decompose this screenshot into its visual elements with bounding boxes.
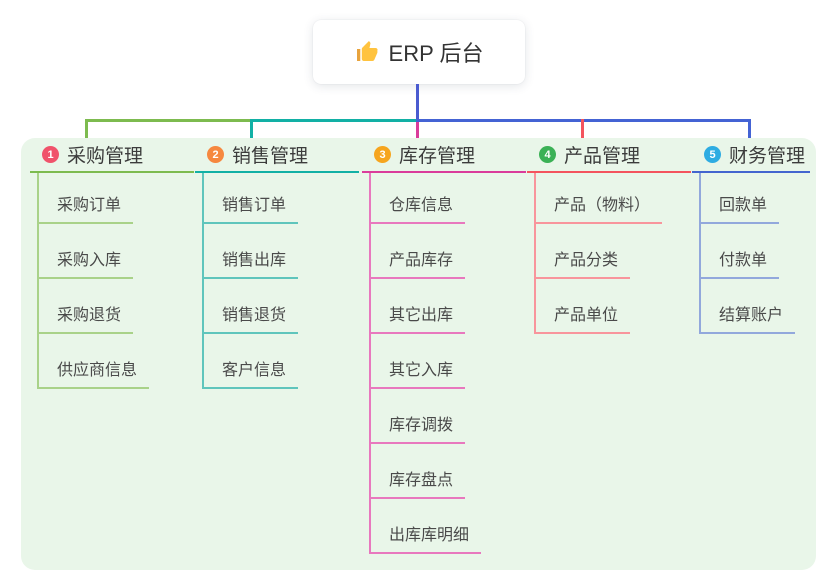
badge-1: 1: [42, 146, 59, 163]
node-purchase-return[interactable]: 采购退货: [39, 279, 134, 334]
branch-title-label: 采购管理: [67, 146, 144, 167]
connector-drop-sales: [250, 119, 253, 148]
branch-inventory-management: 3 库存管理 仓库信息 产品库存 其它出库 其它入库 库存调拨 库存盘点 出库库…: [362, 138, 526, 554]
node-sales-outbound[interactable]: 销售出库: [204, 224, 299, 279]
node-payment-order[interactable]: 付款单: [701, 224, 780, 279]
branch-children: 产品（物料） 产品分类 产品单位: [534, 173, 663, 334]
node-product-unit[interactable]: 产品单位: [536, 279, 631, 334]
node-other-outbound[interactable]: 其它出库: [371, 279, 466, 334]
node-product-category[interactable]: 产品分类: [536, 224, 631, 279]
connector-drop-product: [581, 119, 584, 148]
node-product-management[interactable]: 4 产品管理: [527, 138, 691, 173]
node-finance-management[interactable]: 5 财务管理: [692, 138, 810, 173]
badge-3: 3: [374, 146, 391, 163]
branch-children: 采购订单 采购入库 采购退货 供应商信息: [37, 173, 150, 389]
connector-drop-purchase: [85, 119, 88, 148]
branch-children: 仓库信息 产品库存 其它出库 其它入库 库存调拨 库存盘点 出库库明细: [369, 173, 482, 554]
connector-drop-inventory: [416, 122, 419, 148]
badge-2: 2: [207, 146, 224, 163]
node-inventory-management[interactable]: 3 库存管理: [362, 138, 526, 173]
node-other-inbound[interactable]: 其它入库: [371, 334, 466, 389]
branch-title-label: 产品管理: [564, 146, 641, 167]
branch-product-management: 4 产品管理 产品（物料） 产品分类 产品单位: [527, 138, 691, 334]
connector-root-stem: [416, 84, 419, 120]
branch-title-label: 销售管理: [232, 146, 309, 167]
root-node[interactable]: ERP 后台: [313, 20, 525, 84]
connector-bus-teal: [253, 119, 416, 122]
badge-5: 5: [704, 146, 721, 163]
node-product-stock[interactable]: 产品库存: [371, 224, 466, 279]
node-warehouse-info[interactable]: 仓库信息: [371, 173, 466, 224]
node-sales-return[interactable]: 销售退货: [204, 279, 299, 334]
node-stock-transfer[interactable]: 库存调拨: [371, 389, 466, 444]
node-sales-management[interactable]: 2 销售管理: [195, 138, 359, 173]
node-product-material[interactable]: 产品（物料）: [536, 173, 663, 224]
node-purchase-inbound[interactable]: 采购入库: [39, 224, 134, 279]
thumbs-up-icon: [356, 41, 378, 61]
node-purchase-management[interactable]: 1 采购管理: [30, 138, 194, 173]
branch-children: 销售订单 销售出库 销售退货 客户信息: [202, 173, 299, 389]
branch-title-label: 库存管理: [399, 146, 476, 167]
root-node-label: ERP 后台: [388, 41, 484, 66]
branch-purchase-management: 1 采购管理 采购订单 采购入库 采购退货 供应商信息: [30, 138, 194, 389]
connector-bus-green: [85, 119, 253, 122]
connector-drop-finance: [748, 119, 751, 148]
node-outbound-detail[interactable]: 出库库明细: [371, 499, 482, 554]
branch-title-label: 财务管理: [729, 146, 806, 167]
node-stock-count[interactable]: 库存盘点: [371, 444, 466, 499]
node-purchase-order[interactable]: 采购订单: [39, 173, 134, 224]
branch-sales-management: 2 销售管理 销售订单 销售出库 销售退货 客户信息: [195, 138, 359, 389]
branches-panel: 1 采购管理 采购订单 采购入库 采购退货 供应商信息 2 销售管理 销售订单 …: [21, 138, 816, 570]
node-supplier-info[interactable]: 供应商信息: [39, 334, 150, 389]
branch-children: 回款单 付款单 结算账户: [699, 173, 796, 334]
badge-4: 4: [539, 146, 556, 163]
node-customer-info[interactable]: 客户信息: [204, 334, 299, 389]
branch-finance-management: 5 财务管理 回款单 付款单 结算账户: [692, 138, 810, 334]
node-sales-order[interactable]: 销售订单: [204, 173, 299, 224]
node-settlement-account[interactable]: 结算账户: [701, 279, 796, 334]
node-receipt-order[interactable]: 回款单: [701, 173, 780, 224]
